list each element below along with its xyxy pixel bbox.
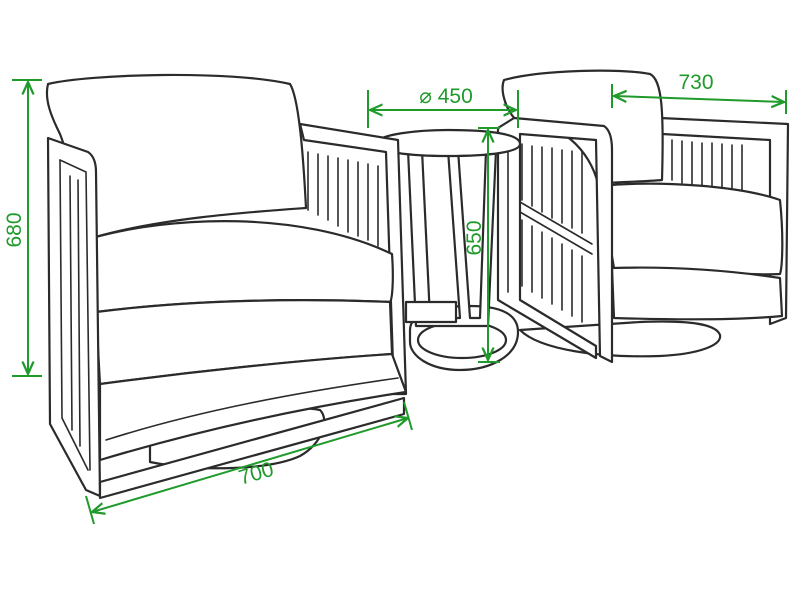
right-swivel-chair <box>496 69 790 364</box>
right-chair-seat-cushion <box>598 182 784 276</box>
side-table-foot <box>404 300 458 324</box>
dimension-chair-height: 680 <box>3 79 42 377</box>
dimension-table-height: 650 <box>463 127 500 363</box>
right-chair-seat-front <box>610 266 784 321</box>
dimension-chair-width: 730 <box>611 71 787 114</box>
side-table-base-inner <box>416 320 508 360</box>
table-diameter-label: ⌀ 450 <box>419 85 473 108</box>
chair-height-label: 680 <box>3 212 26 247</box>
left-chair-left-arm-slats <box>69 175 81 447</box>
right-chair-arm-slats <box>671 139 743 197</box>
left-chair-right-arm-slats <box>307 151 379 247</box>
left-chair-back-cushion <box>45 73 308 240</box>
chair-width-label: 730 <box>678 71 713 94</box>
right-chair-left-arm-slats <box>507 143 593 323</box>
left-chair-seat-cushion <box>90 220 394 314</box>
table-height-label: 650 <box>463 220 486 255</box>
dimension-table-diameter: ⌀ 450 <box>367 85 519 128</box>
